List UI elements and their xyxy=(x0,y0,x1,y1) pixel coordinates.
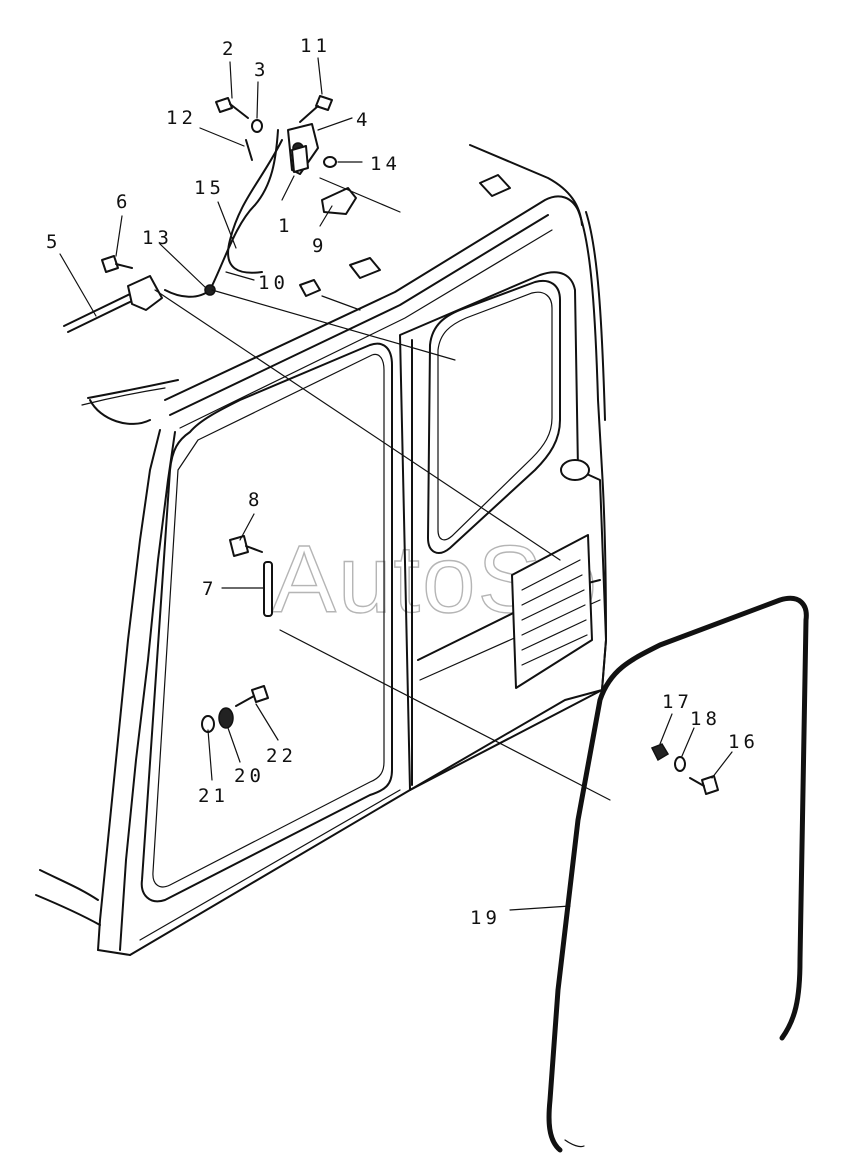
cable-end-10-icon xyxy=(299,279,321,297)
pin-7-icon xyxy=(263,561,273,617)
washer-20-icon xyxy=(218,707,234,729)
cable-clamp-icon xyxy=(204,284,216,296)
bolt-16-icon xyxy=(701,775,719,795)
callout-7: 7 xyxy=(202,578,217,600)
washer-3-icon xyxy=(251,119,263,133)
washer-14-icon xyxy=(323,156,337,168)
callout-1: 1 xyxy=(278,215,293,237)
nut-17-icon xyxy=(650,743,670,762)
front-window-frame xyxy=(140,342,393,903)
bolt-6-icon xyxy=(101,255,119,273)
door-handle xyxy=(560,459,590,481)
callout-16: 16 xyxy=(728,731,759,753)
bolt-11-icon xyxy=(315,95,333,111)
roof-vent xyxy=(349,257,381,279)
bolt-22-icon xyxy=(251,685,269,703)
latch-5-icon xyxy=(127,275,163,311)
cab-door xyxy=(399,271,607,791)
door-seal xyxy=(546,595,809,1153)
callout-2: 2 xyxy=(222,38,237,60)
washer-18-icon xyxy=(674,756,686,772)
roof-vent xyxy=(479,174,511,197)
callout-9: 9 xyxy=(312,235,327,257)
callout-10: 10 xyxy=(258,272,289,294)
callout-11: 11 xyxy=(300,35,331,57)
leader-lines xyxy=(59,57,733,911)
callout-13: 13 xyxy=(142,227,173,249)
door-grille xyxy=(511,534,593,689)
clip-9-icon xyxy=(321,187,357,215)
centerlines xyxy=(154,177,611,801)
callout-19: 19 xyxy=(470,907,501,929)
callout-17: 17 xyxy=(662,691,693,713)
callout-15: 15 xyxy=(194,177,225,199)
callout-3: 3 xyxy=(254,59,269,81)
cab-body xyxy=(35,144,607,956)
hardware xyxy=(63,95,357,333)
bolt-2-icon xyxy=(215,97,233,113)
hardware-middle xyxy=(201,535,719,795)
callout-5: 5 xyxy=(46,231,61,253)
callout-6: 6 xyxy=(116,191,131,213)
bolt-8-icon xyxy=(229,535,249,557)
callout-18: 18 xyxy=(690,708,721,730)
callout-4: 4 xyxy=(356,109,371,131)
callout-12: 12 xyxy=(166,107,197,129)
callout-20: 20 xyxy=(234,765,265,787)
callout-21: 21 xyxy=(198,785,229,807)
hinge-1-icon xyxy=(291,145,309,173)
callout-22: 22 xyxy=(266,745,297,767)
callout-8: 8 xyxy=(248,489,263,511)
callout-14: 14 xyxy=(370,153,401,175)
callouts: 2 3 11 12 4 14 15 1 6 13 5 9 10 8 7 21 2… xyxy=(46,35,759,929)
